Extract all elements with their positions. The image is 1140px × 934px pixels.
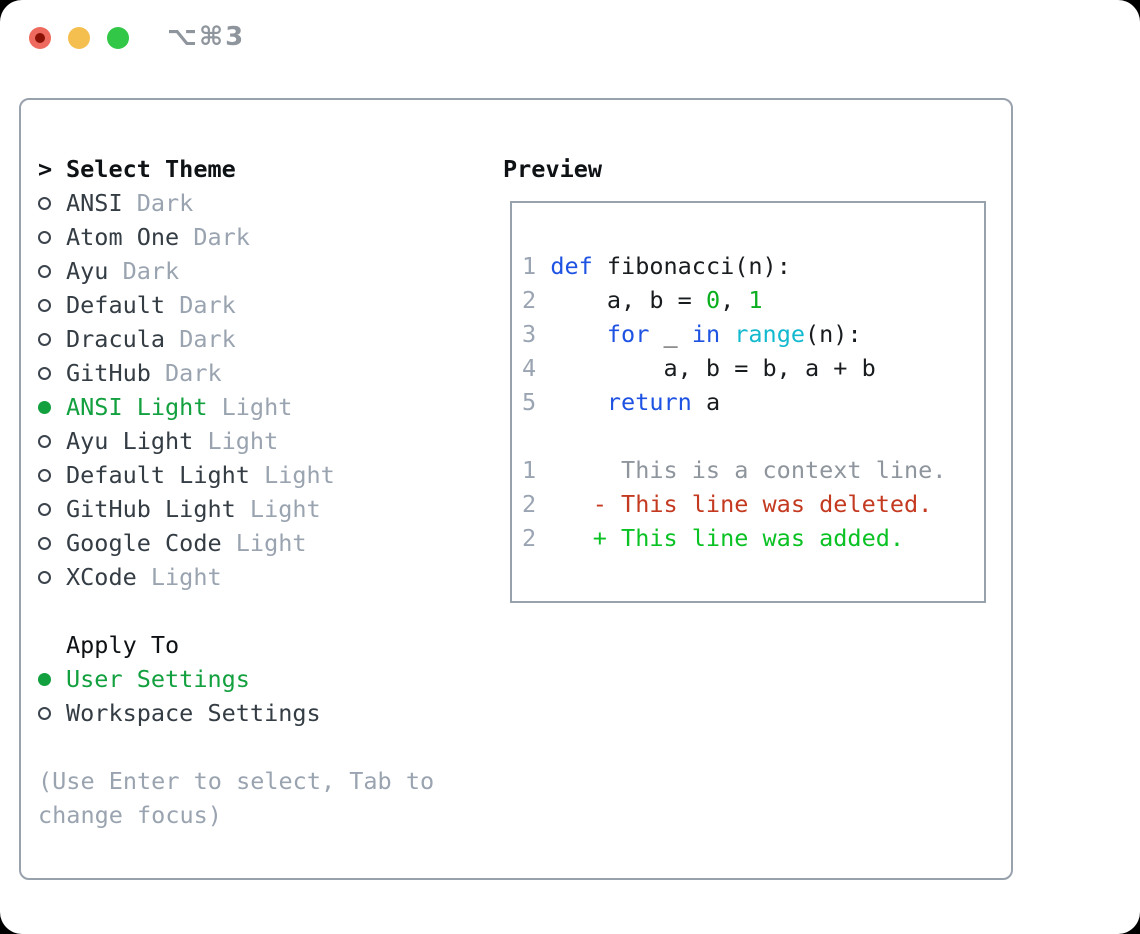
line-number: 1 [522,252,537,280]
preview-title: Preview [503,155,603,183]
theme-name: XCode [66,563,137,591]
theme-name: Default Light [66,461,250,489]
theme-option[interactable]: ANSI Light Light [38,390,434,424]
theme-option[interactable]: Ayu Dark [38,254,434,288]
theme-name: Default [66,291,166,319]
line-number: 2 [522,490,537,518]
theme-variant-tag: Dark [165,359,222,387]
apply-to-title: Apply To [66,631,180,659]
theme-variant-tag: Light [264,461,335,489]
theme-name: Atom One [66,223,180,251]
theme-variant-tag: Light [221,393,293,421]
theme-option[interactable]: GitHub Dark [38,356,434,390]
theme-option[interactable]: Dracula Dark [38,322,434,356]
apply-to-option[interactable]: User Settings [38,662,434,696]
radio-icon [38,468,51,482]
radio-icon [38,298,51,312]
code-text: + This line was added. [536,524,905,552]
code-text: return a [606,388,721,416]
code-line: 1 This is a context line. [522,453,984,487]
theme-option[interactable]: Default Dark [38,288,434,322]
window-shortcut-label: ⌥⌘3 [167,22,246,52]
code-text: a, b = b, a + b [536,354,876,382]
code-line: 2 + This line was added. [522,521,984,555]
theme-option[interactable]: GitHub Light Light [38,492,434,526]
radio-icon [38,230,51,244]
code-text: - This line was deleted. [536,490,933,518]
theme-variant-tag: Dark [122,257,180,285]
radio-icon [38,400,51,414]
radio-icon [38,502,51,516]
radio-icon [38,672,51,686]
theme-list: > Select Theme ANSI Dark Atom One Dark A… [38,152,434,832]
theme-option[interactable]: Google Code Light [38,526,434,560]
select-theme-title: Select Theme [66,155,236,183]
help-text-line-2: change focus) [38,801,222,829]
code-line: 2 a, b = 0, 1 [522,283,984,317]
theme-variant-tag: Light [235,529,307,557]
theme-variant-tag: Dark [179,325,236,353]
theme-name: Ayu Light [66,427,194,455]
radio-icon [38,706,51,720]
close-button[interactable] [29,27,51,49]
line-number: 2 [522,524,537,552]
radio-icon [38,434,51,448]
theme-variant-tag: Dark [179,291,236,319]
theme-variant-tag: Light [150,563,222,591]
theme-name: ANSI [66,189,123,217]
code-line [522,419,984,453]
theme-option[interactable]: Ayu Light Light [38,424,434,458]
code-text: def fibonacci(n): [550,252,791,280]
select-theme-header: > Select Theme [38,152,434,186]
theme-option[interactable]: ANSI Dark [38,186,434,220]
theme-variant-tag: Dark [193,223,250,251]
theme-variant-tag: Dark [136,189,194,217]
radio-icon [38,570,51,584]
theme-panel: > Select Theme ANSI Dark Atom One Dark A… [19,98,1013,880]
code-line: 4 a, b = b, a + b [522,351,984,385]
radio-icon [38,366,51,380]
minimize-button[interactable] [68,27,90,49]
help-text-line-1: (Use Enter to select, Tab to [38,767,435,795]
theme-variant-tag: Light [249,495,321,523]
theme-name: Google Code [66,529,222,557]
code-text: This is a context line. [536,456,947,484]
zoom-button[interactable] [107,27,129,49]
spacer [38,594,434,628]
line-number: 5 [522,388,537,416]
line-number: 3 [522,320,537,348]
spacer [38,730,434,764]
theme-option[interactable]: Default Light Light [38,458,434,492]
apply-to-option-label: User Settings [66,665,250,693]
apply-to-option-label: Workspace Settings [66,699,321,727]
code-line: 1 def fibonacci(n): [522,249,984,283]
theme-variant-tag: Light [207,427,279,455]
focus-caret-icon: > [38,155,53,183]
theme-name: Ayu [66,257,109,285]
preview-box: 1 def fibonacci(n): 2 a, b = 0, 1 3 for … [510,201,986,603]
theme-name: GitHub [66,359,151,387]
theme-name: ANSI Light [66,393,208,421]
radio-icon [38,264,51,278]
code-line: 3 for _ in range(n): [522,317,984,351]
apply-to-option[interactable]: Workspace Settings [38,696,434,730]
theme-option[interactable]: Atom One Dark [38,220,434,254]
radio-icon [38,536,51,550]
radio-icon [38,196,51,210]
apply-to-header: Apply To [38,628,434,662]
theme-name: Dracula [66,325,166,353]
code-line: 5 return a [522,385,984,419]
line-number: 4 [522,354,537,382]
code-line: 2 - This line was deleted. [522,487,984,521]
line-number: 1 [522,456,537,484]
code-text: a, b = 0, 1 [536,286,763,314]
radio-icon [38,332,51,346]
line-number: 2 [522,286,537,314]
theme-option[interactable]: XCode Light [38,560,434,594]
code-text: for _ in range(n): [606,320,862,348]
theme-name: GitHub Light [66,495,236,523]
